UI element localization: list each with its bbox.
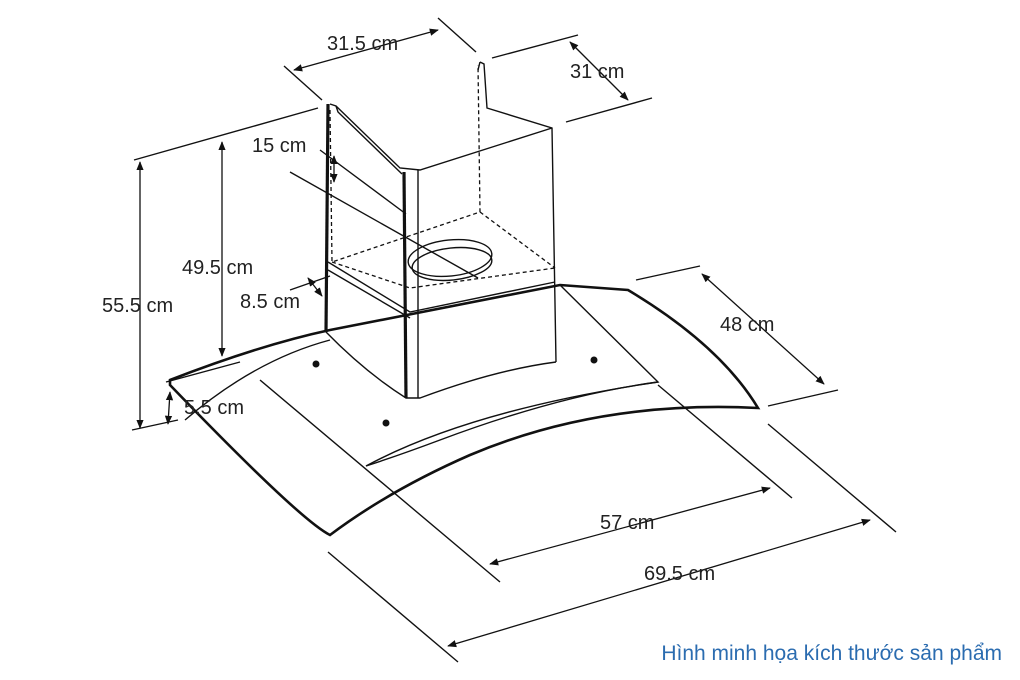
dimension-arrows xyxy=(136,28,871,648)
glass-canopy xyxy=(168,283,761,537)
label-base-width: 57 cm xyxy=(600,512,654,534)
label-total-width: 69.5 cm xyxy=(644,563,715,585)
label-chimney-height: 49.5 cm xyxy=(182,257,253,279)
screw-dot xyxy=(312,360,320,368)
label-collar-height: 8.5 cm xyxy=(240,291,300,313)
arrow-5-5 xyxy=(164,391,174,425)
chimney xyxy=(324,61,557,399)
label-glass-thickness: 5.5 cm xyxy=(184,397,244,419)
label-chimney-width: 31.5 cm xyxy=(327,33,398,55)
glass-panel xyxy=(168,283,761,537)
glass-bottom-edge xyxy=(365,381,659,467)
arrow-8-5 xyxy=(307,277,323,297)
arrow-31-5 xyxy=(293,28,439,72)
arrow-48 xyxy=(701,273,825,385)
screw-dot xyxy=(590,356,598,364)
caption: Hình minh họa kích thước sản phẩm xyxy=(661,642,1002,665)
arrow-69-5 xyxy=(447,518,871,648)
label-duct-offset: 15 cm xyxy=(252,135,306,157)
screw-dot xyxy=(382,419,390,427)
label-total-height: 55.5 cm xyxy=(102,295,173,317)
label-canopy-depth: 48 cm xyxy=(720,314,774,336)
dimension-labels: 31.5 cm 31 cm 15 cm 49.5 cm 8.5 cm 55.5 … xyxy=(102,33,774,585)
arrow-31 xyxy=(569,41,629,101)
label-chimney-depth: 31 cm xyxy=(570,61,624,83)
